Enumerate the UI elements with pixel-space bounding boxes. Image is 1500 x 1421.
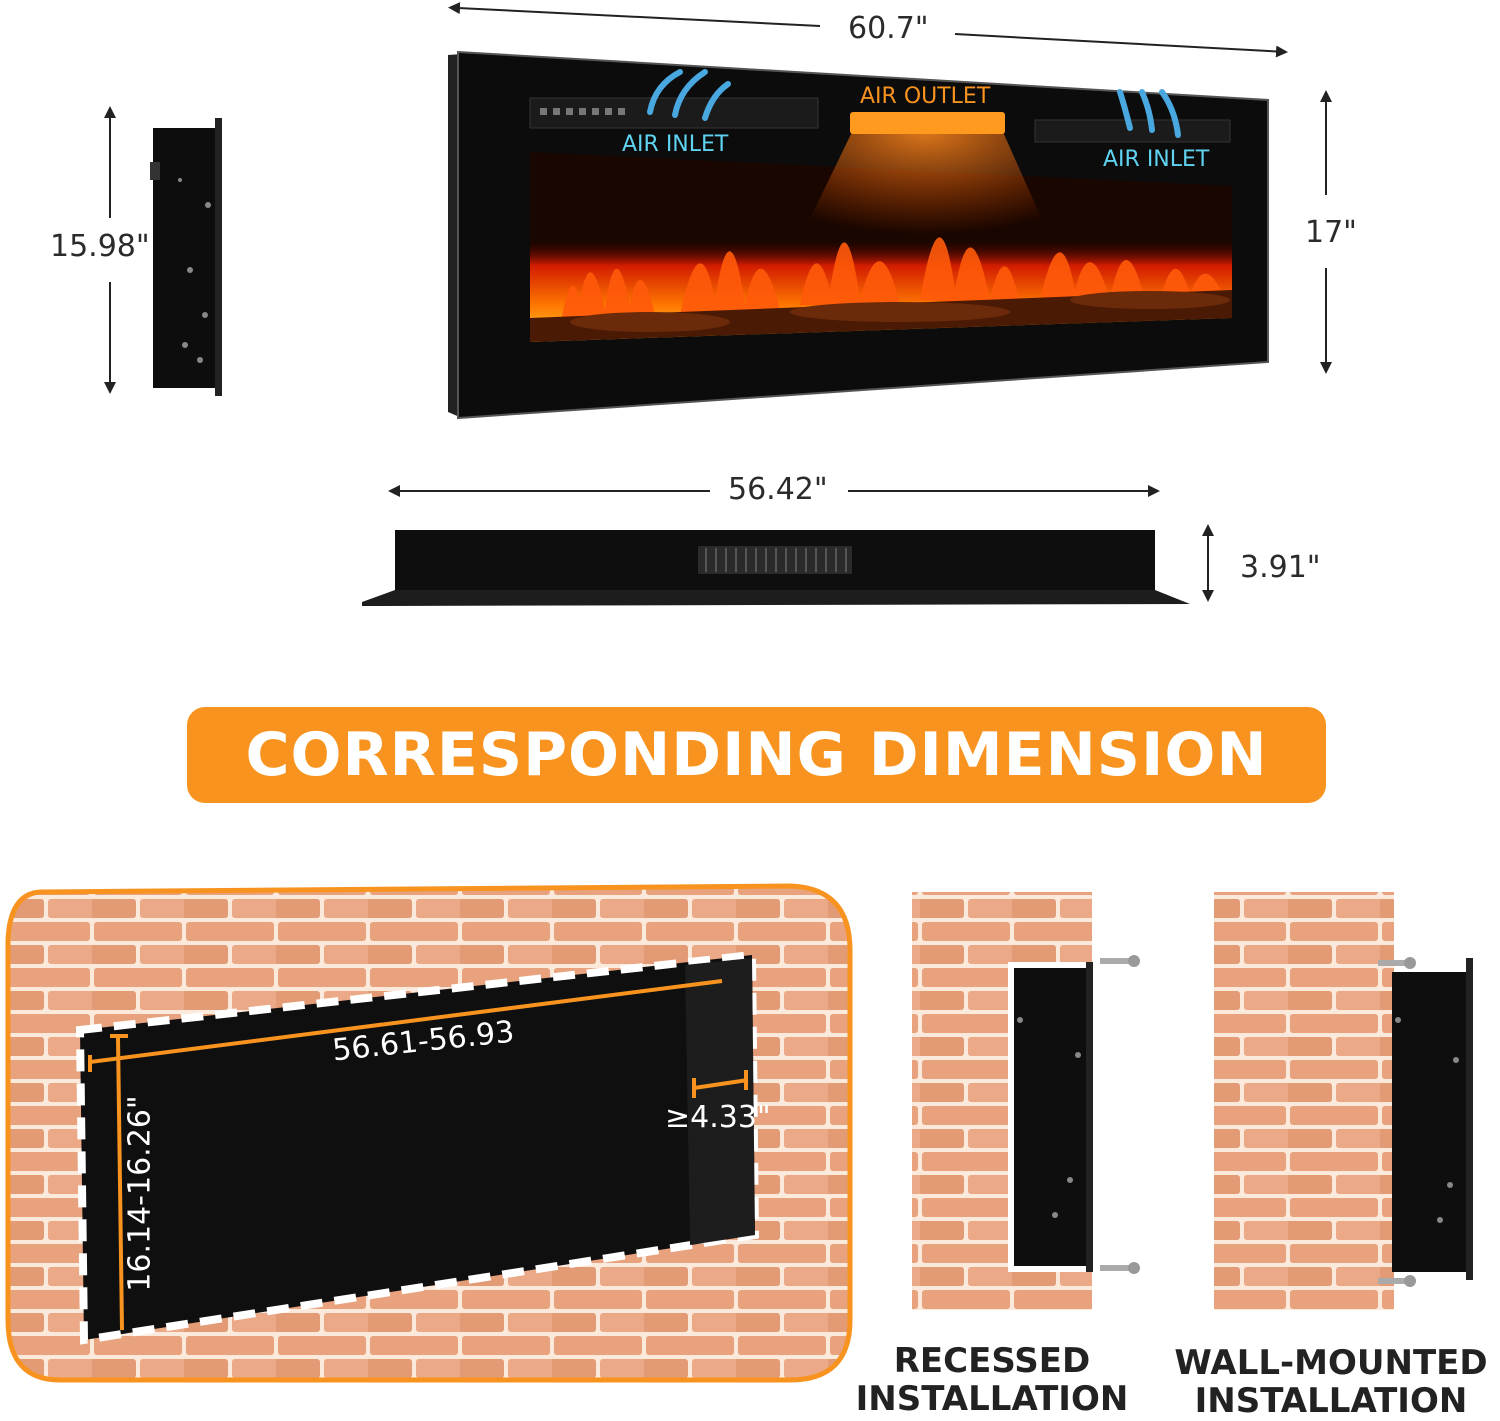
recessed-caption: RECESSED INSTALLATION bbox=[852, 1342, 1132, 1418]
air-inlet-right-label: AIR INLET bbox=[1103, 147, 1210, 172]
height-label: 17" bbox=[1305, 215, 1357, 250]
recessed-caption-line2: INSTALLATION bbox=[855, 1379, 1129, 1419]
air-outlet-label: AIR OUTLET bbox=[860, 84, 991, 109]
cutout-height-label: 16.14-16.26" bbox=[122, 1095, 158, 1292]
wall-mounted-caption-line1: WALL-MOUNTED bbox=[1174, 1343, 1488, 1383]
total-width-arrow bbox=[448, 2, 1288, 58]
total-width-label: 60.7" bbox=[848, 11, 929, 46]
air-inlet-right-arrows bbox=[1117, 89, 1181, 138]
recessed-illustration bbox=[912, 892, 1140, 1310]
top-view-body bbox=[362, 530, 1190, 606]
side-height-label: 15.98" bbox=[50, 229, 150, 264]
wall-mounted-illustration bbox=[1214, 892, 1473, 1310]
fireplace-front bbox=[448, 50, 1269, 420]
cutout-wall-panel bbox=[5, 883, 853, 1383]
air-inlet-left-label: AIR INLET bbox=[622, 132, 729, 157]
cutout-depth-label: ≥4.33" bbox=[665, 1100, 771, 1135]
body-width-label: 56.42" bbox=[728, 472, 828, 507]
banner-title: CORRESPONDING DIMENSION bbox=[245, 720, 1268, 790]
side-profile bbox=[150, 118, 222, 396]
section-banner: CORRESPONDING DIMENSION bbox=[187, 707, 1326, 803]
wall-mounted-caption-line2: INSTALLATION bbox=[1194, 1381, 1468, 1421]
air-inlet-left-arrows bbox=[647, 69, 731, 121]
recessed-caption-line1: RECESSED bbox=[893, 1341, 1091, 1381]
wall-mounted-caption: WALL-MOUNTED INSTALLATION bbox=[1166, 1344, 1496, 1420]
depth-label: 3.91" bbox=[1240, 550, 1321, 585]
